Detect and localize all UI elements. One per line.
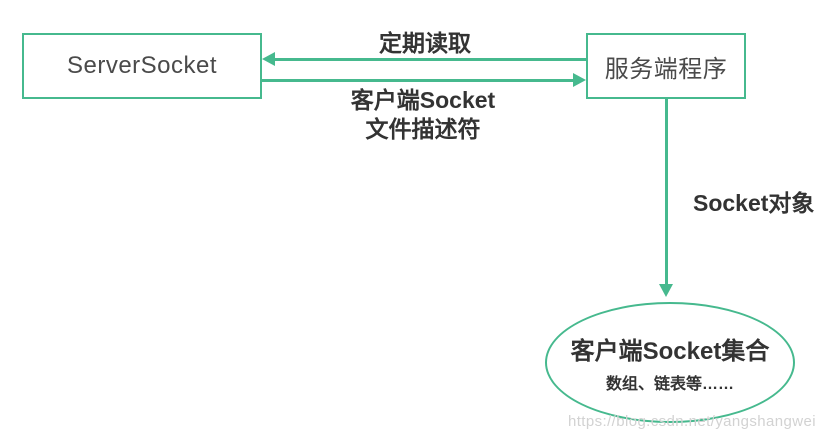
node-client-socket-collection: 客户端Socket集合 数组、链表等…… <box>545 302 795 423</box>
arrowhead-right-icon <box>573 73 586 87</box>
arrowhead-down-icon <box>659 284 673 297</box>
node-server-socket-label: ServerSocket <box>66 52 218 79</box>
edge-periodic-read-label: 定期读取 <box>379 30 471 56</box>
edge-client-fd-label: 客户端Socket 文件描述符 <box>313 86 533 144</box>
edge-periodic-read-line <box>274 58 586 61</box>
edge-socket-object-line <box>665 99 668 286</box>
node-server-socket: ServerSocket <box>22 33 262 99</box>
edge-socket-object-label: Socket对象 <box>693 190 815 216</box>
watermark-url: https://blog.csdn.net/yangshangwei <box>568 413 816 430</box>
node-server-program-label: 服务端程序 <box>604 55 728 83</box>
edge-client-fd-label-line1: 客户端Socket <box>350 87 496 113</box>
node-client-socket-collection-title: 客户端Socket集合 <box>570 338 770 365</box>
node-server-program: 服务端程序 <box>586 33 746 99</box>
node-client-socket-collection-subtitle: 数组、链表等…… <box>605 376 734 393</box>
edge-client-fd-line <box>262 79 574 82</box>
arrowhead-left-icon <box>262 52 275 66</box>
edge-client-fd-label-line2: 文件描述符 <box>365 116 481 142</box>
